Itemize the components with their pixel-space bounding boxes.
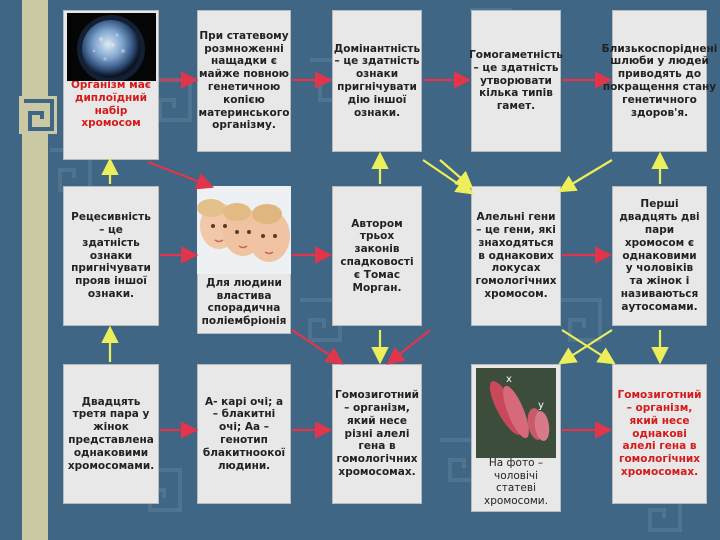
card-eye-color-genotype[interactable]: А- карі очі; а – блакитні очі; Аа – гено… bbox=[197, 364, 291, 504]
card-homogamety[interactable]: Гомогаметність – це здатність утворювати… bbox=[469, 10, 563, 152]
card-23rd-pair-text: Двадцять третя пара у жінок представлена… bbox=[67, 395, 155, 472]
chromosome-photo: x y bbox=[476, 368, 556, 458]
card-heredity-laws-author-text: Автором трьох законів спадковості є Тома… bbox=[340, 217, 414, 294]
card-polyembryony-text: Для людини властива спорадична поліембрі… bbox=[201, 276, 287, 328]
card-eye-color-genotype-text: А- карі очі; а – блакитні очі; Аа – гено… bbox=[202, 395, 286, 472]
card-homogamety-text: Гомогаметність – це здатність утворювати… bbox=[469, 49, 563, 113]
card-allelic-genes[interactable]: Алельні гени – це гени, які знаходяться … bbox=[471, 186, 561, 326]
card-autosomes-text: Перші двадцять дві пари хромосом є однак… bbox=[619, 198, 700, 313]
card-homozygous-same-text: Гомозиготний – організм, який несе однак… bbox=[617, 389, 702, 478]
card-diploid-text: Організм має диплоїдний набір хромосом bbox=[70, 79, 152, 130]
card-heredity-laws-author[interactable]: Автором трьох законів спадковості є Тома… bbox=[332, 186, 422, 326]
y-chromosome-label: y bbox=[538, 400, 544, 411]
card-sexual-reproduction-text: При статевому розмноженні нащадки є майж… bbox=[198, 29, 290, 132]
egg-cell-photo bbox=[67, 13, 156, 81]
card-autosomes[interactable]: Перші двадцять дві пари хромосом є однак… bbox=[612, 186, 707, 326]
card-homozygous-different-text: Гомозиготний – організм, який несе різні… bbox=[335, 389, 419, 478]
left-decor-stripe bbox=[22, 0, 48, 540]
card-dominance[interactable]: Домінантність – це здатність ознаки приг… bbox=[332, 10, 422, 152]
card-dominance-text: Домінантність – це здатність ознаки приг… bbox=[333, 42, 421, 119]
card-recessivity[interactable]: Рецесивність – це здатність ознаки пригн… bbox=[63, 186, 159, 326]
card-homozygous-different[interactable]: Гомозиготний – організм, який несе різні… bbox=[332, 364, 422, 504]
card-23rd-pair[interactable]: Двадцять третя пара у жінок представлена… bbox=[63, 364, 159, 504]
card-sexual-reproduction[interactable]: При статевому розмноженні нащадки є майж… bbox=[197, 10, 291, 152]
card-male-sex-chromosomes-text: На фото – чоловічі статеві хромосоми. bbox=[484, 456, 548, 508]
card-consanguineous-marriage-text: Близькоспоріднені шлюби у людей приводят… bbox=[601, 42, 718, 119]
card-allelic-genes-text: Алельні гени – це гени, які знаходяться … bbox=[475, 211, 557, 300]
card-homozygous-same[interactable]: Гомозиготний – організм, який несе однак… bbox=[612, 364, 707, 504]
x-chromosome-label: x bbox=[506, 374, 512, 385]
spiral-ornament bbox=[19, 96, 57, 134]
card-recessivity-text: Рецесивність – це здатність ознаки пригн… bbox=[71, 211, 151, 300]
babies-photo bbox=[197, 186, 291, 274]
card-consanguineous-marriage[interactable]: Близькоспоріднені шлюби у людей приводят… bbox=[602, 10, 717, 152]
